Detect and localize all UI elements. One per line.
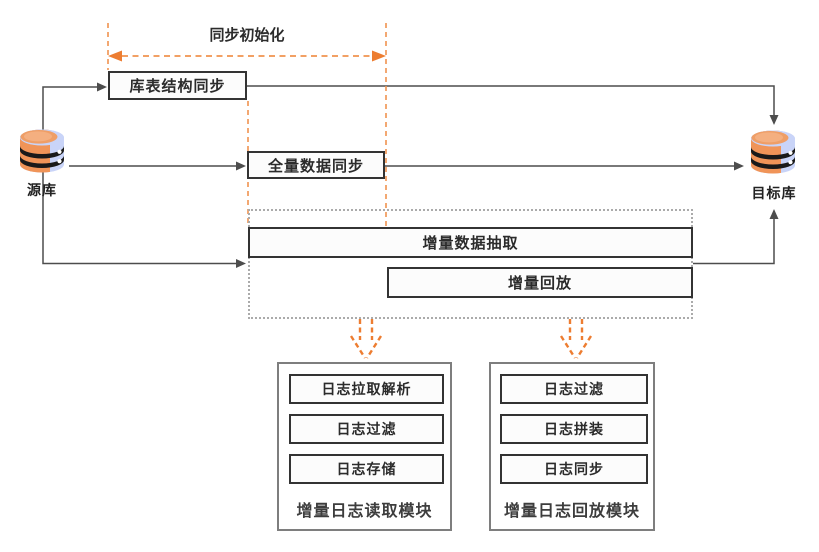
log-read-module: 日志拉取解析 日志过滤 日志存储 增量日志读取模块 — [277, 362, 452, 531]
connector-incremental-to-target — [693, 219, 775, 265]
connector-schema-sync-to-target — [247, 85, 775, 115]
log-read-module-item-1: 日志拉取解析 — [289, 374, 444, 404]
target-database-icon — [746, 128, 800, 181]
source-database-label: 源库 — [27, 182, 57, 198]
incremental-dotted-container — [248, 209, 693, 319]
sync-init-dashed-guides — [107, 23, 387, 226]
log-replay-module-title: 增量日志回放模块 — [503, 503, 640, 520]
connector-source-to-schema-sync — [42, 86, 97, 130]
sync-init-span-arrow — [108, 50, 386, 62]
sync-init-label: 同步初始化 — [209, 27, 285, 44]
log-read-module-item-3: 日志存储 — [289, 454, 444, 484]
full-data-sync-box: 全量数据同步 — [247, 151, 385, 179]
dashed-down-arrow-right — [559, 319, 593, 359]
log-read-module-title: 增量日志读取模块 — [296, 503, 433, 520]
log-replay-module: 日志过滤 日志拼装 日志同步 增量日志回放模块 — [489, 362, 655, 531]
target-database-label: 目标库 — [751, 185, 797, 201]
log-replay-module-item-3: 日志同步 — [500, 454, 648, 484]
flow-arrowheads — [97, 82, 779, 268]
log-read-module-item-2: 日志过滤 — [289, 414, 444, 444]
dashed-down-arrow-left — [349, 319, 383, 359]
connector-source-to-incremental — [42, 172, 236, 265]
source-database-icon — [15, 127, 69, 180]
schema-sync-box: 库表结构同步 — [108, 71, 247, 100]
incremental-replay-box: 增量回放 — [387, 267, 693, 298]
incremental-extract-box: 增量数据抽取 — [248, 227, 693, 258]
log-replay-module-item-1: 日志过滤 — [500, 374, 648, 404]
log-replay-module-item-2: 日志拼装 — [500, 414, 648, 444]
